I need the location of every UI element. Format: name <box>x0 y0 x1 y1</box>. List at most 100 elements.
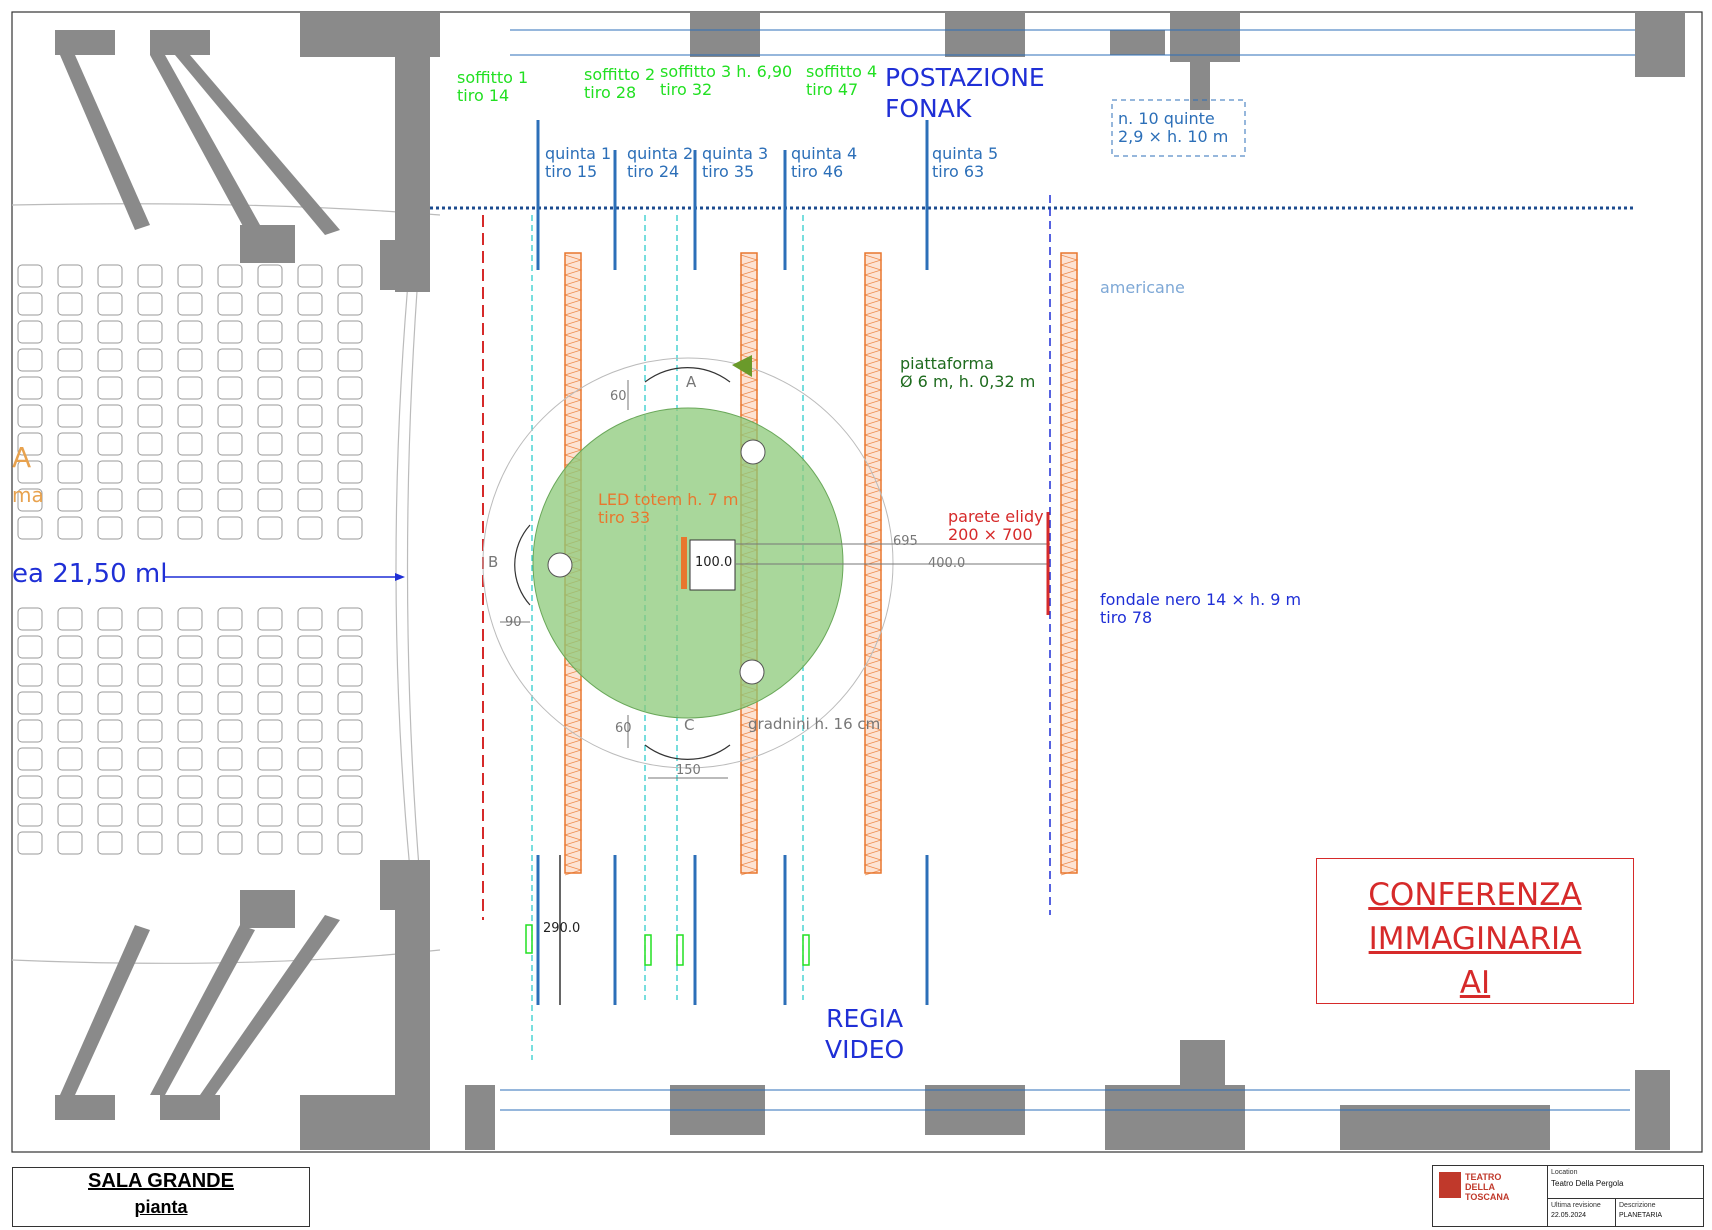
postazione-fonak-label: POSTAZIONE FONAK <box>885 63 1045 124</box>
seat <box>177 376 203 400</box>
seat <box>217 663 243 687</box>
seat <box>17 264 43 288</box>
seat <box>177 460 203 484</box>
seat <box>177 635 203 659</box>
seat <box>257 719 283 743</box>
seat <box>137 460 163 484</box>
seat <box>257 607 283 631</box>
seat <box>177 803 203 827</box>
seat <box>297 831 323 855</box>
truss-group <box>564 252 1078 874</box>
seat <box>297 607 323 631</box>
quinta-5-label: quinta 5 tiro 63 <box>932 144 999 182</box>
seat <box>257 292 283 316</box>
seat <box>137 404 163 428</box>
seat <box>17 635 43 659</box>
seat <box>57 516 83 540</box>
seat <box>217 264 243 288</box>
partial-label-a: A <box>12 441 32 474</box>
seat <box>137 663 163 687</box>
seat <box>257 803 283 827</box>
seat <box>257 516 283 540</box>
seat <box>177 663 203 687</box>
gradnini-label: gradnini h. 16 cm <box>748 715 881 733</box>
seat <box>297 747 323 771</box>
seat <box>177 432 203 456</box>
conference-line-2: IMMAGINARIA <box>1368 921 1582 957</box>
seat <box>97 831 123 855</box>
seat <box>257 747 283 771</box>
seat <box>97 663 123 687</box>
seat <box>297 404 323 428</box>
seat <box>137 320 163 344</box>
seat <box>57 432 83 456</box>
seat <box>297 348 323 372</box>
seat <box>217 460 243 484</box>
seat <box>337 516 363 540</box>
seat <box>97 719 123 743</box>
seat <box>97 775 123 799</box>
seat <box>337 803 363 827</box>
seat <box>337 607 363 631</box>
seat <box>337 292 363 316</box>
seat <box>337 663 363 687</box>
seat <box>297 635 323 659</box>
seat <box>17 488 43 512</box>
seat <box>297 516 323 540</box>
seat <box>17 376 43 400</box>
seat <box>17 516 43 540</box>
seat <box>217 831 243 855</box>
conference-line-3: AI <box>1459 965 1491 1001</box>
seat <box>297 460 323 484</box>
logo-icon <box>1439 1172 1461 1198</box>
seat <box>337 691 363 715</box>
sheet-caption: Descrizione <box>1619 1202 1656 1209</box>
seat <box>177 719 203 743</box>
seat <box>337 432 363 456</box>
seat <box>97 516 123 540</box>
seat <box>57 320 83 344</box>
piattaforma-label: piattaforma Ø 6 m, h. 0,32 m <box>900 354 1036 392</box>
quinta-4-label: quinta 4 tiro 46 <box>791 144 858 182</box>
led-totem <box>681 537 687 589</box>
seat <box>97 747 123 771</box>
seat <box>217 404 243 428</box>
seat <box>17 404 43 428</box>
date-caption: Ultima revisione <box>1551 1202 1601 1209</box>
seat <box>297 376 323 400</box>
regia-video-label: REGIA VIDEO <box>825 1004 905 1065</box>
seat <box>257 404 283 428</box>
americane-label: americane <box>1100 278 1185 297</box>
conference-line-1: CONFERENZA <box>1368 877 1582 913</box>
seat <box>257 831 283 855</box>
seat <box>17 775 43 799</box>
conference-title-box: CONFERENZA IMMAGINARIA AI <box>1316 858 1634 1004</box>
seat <box>337 775 363 799</box>
seat <box>297 488 323 512</box>
seat <box>257 488 283 512</box>
sheet-value: PLANETARIA <box>1619 1212 1663 1219</box>
dimension-60-top: 60 <box>610 389 627 404</box>
truss-lattice <box>863 254 883 876</box>
seat <box>97 292 123 316</box>
seat <box>17 348 43 372</box>
seat <box>297 663 323 687</box>
seat <box>257 320 283 344</box>
seat <box>257 635 283 659</box>
soffitto-3-label: soffitto 3 h. 6,90 tiro 32 <box>660 62 793 100</box>
dimension-150: 150 <box>676 763 701 778</box>
parete-elidy-label: parete elidy 200 × 700 <box>948 507 1044 545</box>
letter-c: C <box>684 716 695 734</box>
seat <box>177 607 203 631</box>
seat <box>257 691 283 715</box>
seat <box>217 719 243 743</box>
seat <box>177 264 203 288</box>
quinta-1-label: quinta 1 tiro 15 <box>545 144 612 182</box>
seat <box>217 775 243 799</box>
seat <box>137 831 163 855</box>
seat <box>337 488 363 512</box>
seat <box>217 691 243 715</box>
seat <box>137 348 163 372</box>
seat <box>17 747 43 771</box>
led-totem-label: LED totem h. 7 m tiro 33 <box>598 490 739 528</box>
